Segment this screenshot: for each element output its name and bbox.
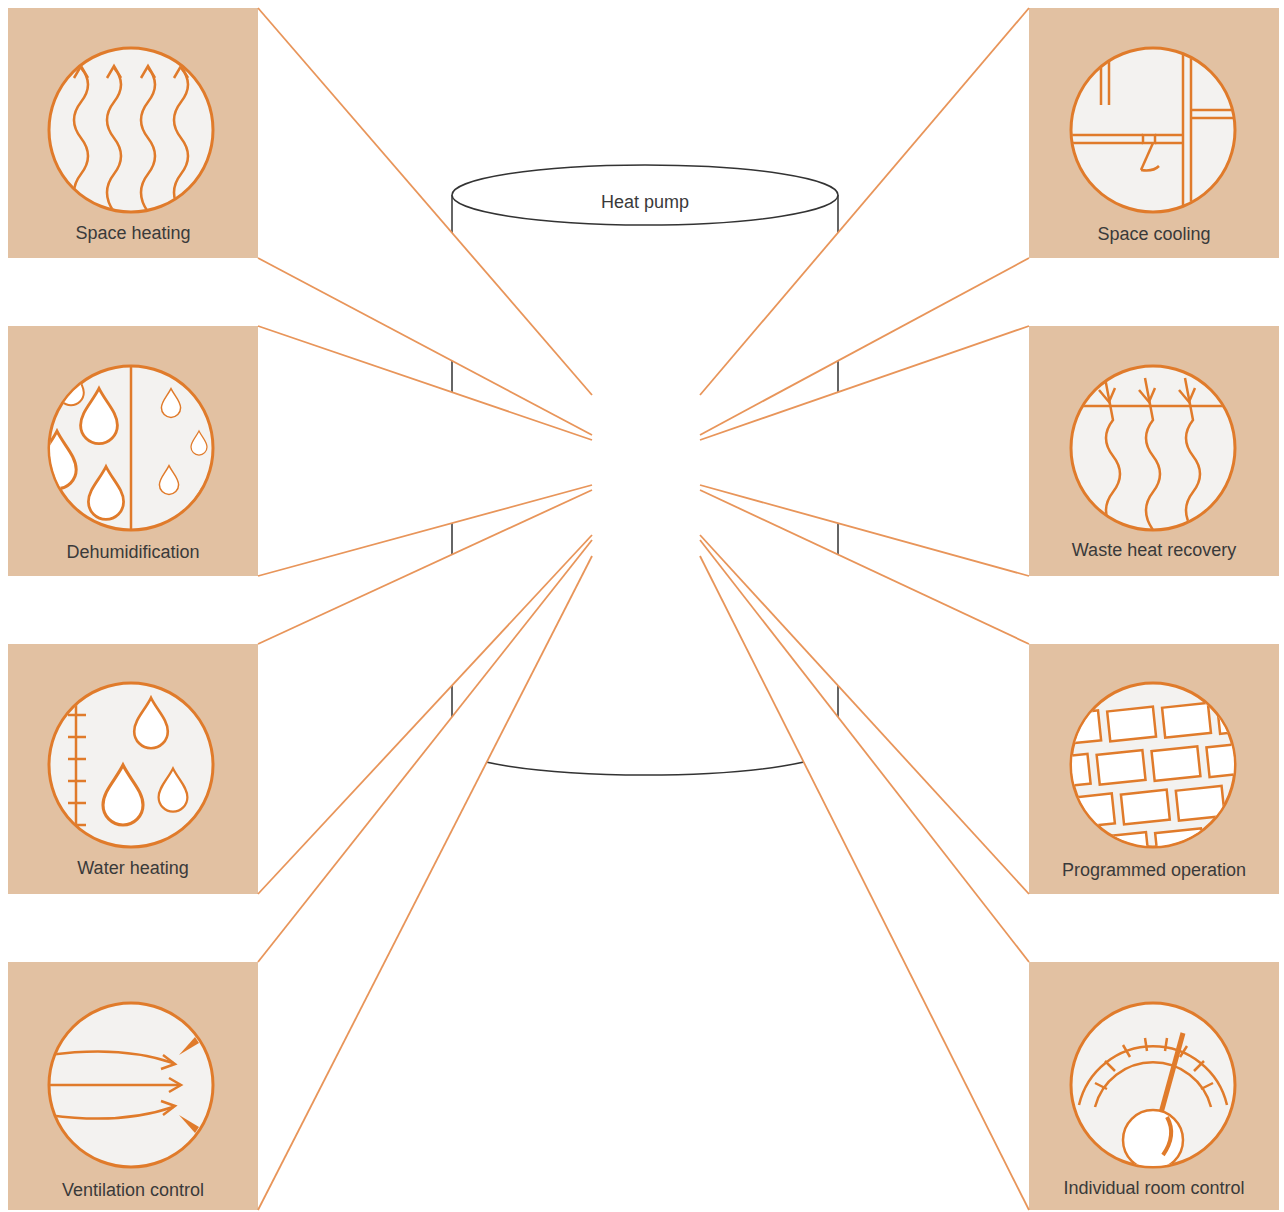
function-box: Dehumidification [8,326,258,576]
function-box: Water heating [8,644,258,894]
projection-connector [700,540,1029,1210]
connector-line [700,540,1029,962]
function-box: Programmed operation [1029,644,1279,894]
box-label: Dehumidification [8,541,258,563]
box-label: Space heating [8,222,258,244]
floor-plan-icon [1071,48,1235,212]
dial-icon [1079,1033,1227,1170]
box-label: Individual room control [1029,1177,1279,1199]
function-box: Space heating [8,8,258,258]
box-label: Water heating [8,857,258,879]
box-backgrounds [8,8,1279,1210]
connector-line [258,326,592,440]
connector-fill [700,540,1029,1210]
connector-line [258,540,592,962]
projection-connector [258,540,592,1210]
function-box: Ventilation control [8,962,258,1210]
connector-line [258,8,592,395]
connector-line [700,556,1029,1210]
dehumidification-icon [38,366,208,530]
waste-heat-icon [1071,378,1235,530]
connector-line [700,326,1029,440]
ventilation-icon [49,1037,199,1133]
function-box: Individual room control [1029,962,1279,1210]
keys-icon [1037,693,1278,874]
function-box: Space cooling [1029,8,1279,258]
function-box: Waste heat recovery [1029,326,1279,576]
box-label: Space cooling [1029,223,1279,245]
water-heating-icon [68,695,187,835]
box-label: Ventilation control [8,1179,258,1201]
component-label: Heat pump [452,191,838,213]
connector-line [700,8,1029,395]
icon-circles [49,48,1235,1167]
box-label: Waste heat recovery [1029,539,1279,561]
connector-fill [258,540,592,1210]
heat-pump-cylinder: Heat pump [452,165,838,775]
box-label: Programmed operation [1029,859,1279,881]
heating-icon [74,66,188,212]
connector-line [258,556,592,1210]
